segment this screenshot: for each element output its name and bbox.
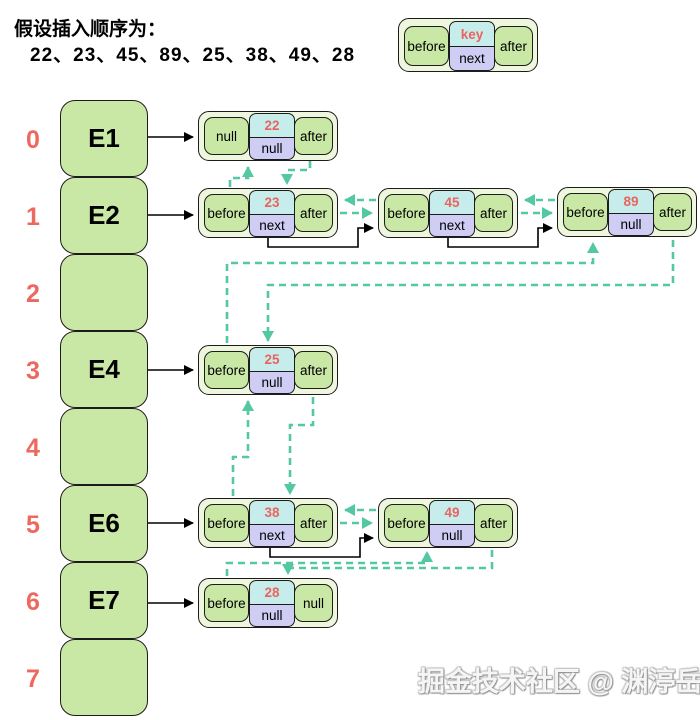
node-23-before-cell: before	[204, 194, 249, 232]
node-28-before-cell: before	[204, 584, 249, 622]
bucket-5: E6	[60, 485, 148, 562]
node-23: before 23 next after	[198, 188, 338, 238]
node-23-next-cell: next	[249, 214, 295, 237]
legend-next-cell: next	[449, 46, 495, 71]
bucket-index-7: 7	[26, 665, 40, 693]
node-89: before 89 null after	[557, 187, 697, 237]
after-pointer-89-to-25	[262, 240, 675, 342]
node-28-next-cell: null	[249, 604, 295, 627]
node-49: before 49 null after	[378, 498, 518, 548]
bucket-index-6: 6	[26, 588, 40, 616]
bucket-2	[60, 254, 148, 331]
node-49-next-cell: null	[429, 524, 475, 547]
node-25: before 25 null after	[198, 345, 338, 395]
node-38-next-cell: next	[249, 524, 295, 547]
after-pointer-22-to-23	[281, 161, 312, 185]
watermark-text: 掘金技术社区 @ 渊渟岳	[418, 667, 700, 697]
bucket-1: E2	[60, 177, 148, 254]
node-28-after-cell: null	[294, 584, 333, 622]
node-45-next-cell: next	[429, 214, 475, 237]
node-45-after-cell: after	[474, 194, 513, 232]
after-pointer-49-to-28	[282, 550, 494, 575]
bucket-index-4: 4	[26, 434, 40, 462]
legend-before-cell: before	[404, 26, 449, 66]
node-45: before 45 next after	[378, 188, 518, 238]
node-89-key-cell: 89	[608, 189, 654, 214]
node-25-next-cell: null	[249, 371, 295, 394]
after-pointer-25-to-38	[284, 397, 315, 495]
node-22-next-cell: null	[249, 137, 295, 160]
before-pointer-23-to-22	[228, 166, 254, 187]
node-25-before-cell: before	[204, 351, 249, 389]
node-49-key-cell: 49	[429, 500, 475, 525]
bucket-index-5: 5	[26, 511, 40, 539]
node-28: before 28 null null	[198, 578, 338, 628]
node-89-after-cell: after	[653, 193, 692, 231]
node-23-key-cell: 23	[249, 190, 295, 215]
node-22: null 22 null after	[198, 111, 338, 161]
node-89-before-cell: before	[563, 193, 608, 231]
node-22-after-cell: after	[294, 117, 333, 155]
insertion-order-values: 22、23、45、89、25、38、49、28	[30, 45, 356, 66]
node-49-before-cell: before	[384, 504, 429, 542]
legend-after-cell: after	[494, 26, 533, 66]
node-25-key-cell: 25	[249, 347, 295, 372]
node-38-before-cell: before	[204, 504, 249, 542]
bucket-6: E7	[60, 562, 148, 639]
bucket-0: E1	[60, 100, 148, 177]
bucket-3: E4	[60, 331, 148, 408]
node-22-before-cell: null	[204, 117, 249, 155]
bucket-index-2: 2	[26, 280, 40, 308]
bucket-7	[60, 639, 148, 716]
node-45-before-cell: before	[384, 194, 429, 232]
bucket-index-1: 1	[26, 203, 40, 231]
node-45-key-cell: 45	[429, 190, 475, 215]
before-pointer-38-to-25	[231, 400, 254, 496]
legend-key-cell: key	[449, 21, 495, 47]
insertion-order-caption: 假设插入顺序为：	[14, 19, 167, 40]
bucket-index-3: 3	[26, 357, 40, 385]
node-89-next-cell: null	[608, 213, 654, 236]
node-38-key-cell: 38	[249, 500, 295, 525]
node-22-key-cell: 22	[249, 113, 295, 138]
node-38-after-cell: after	[294, 504, 333, 542]
node-25-after-cell: after	[294, 351, 333, 389]
before-pointer-28-to-49	[225, 551, 433, 576]
node-28-key-cell: 28	[249, 580, 295, 605]
legend-node: before key next after	[398, 18, 538, 72]
bucket-4	[60, 408, 148, 485]
node-49-after-cell: after	[474, 504, 513, 542]
before-pointer-25-to-89	[225, 242, 599, 343]
node-38: before 38 next after	[198, 498, 338, 548]
node-23-after-cell: after	[294, 194, 333, 232]
bucket-index-0: 0	[26, 126, 40, 154]
